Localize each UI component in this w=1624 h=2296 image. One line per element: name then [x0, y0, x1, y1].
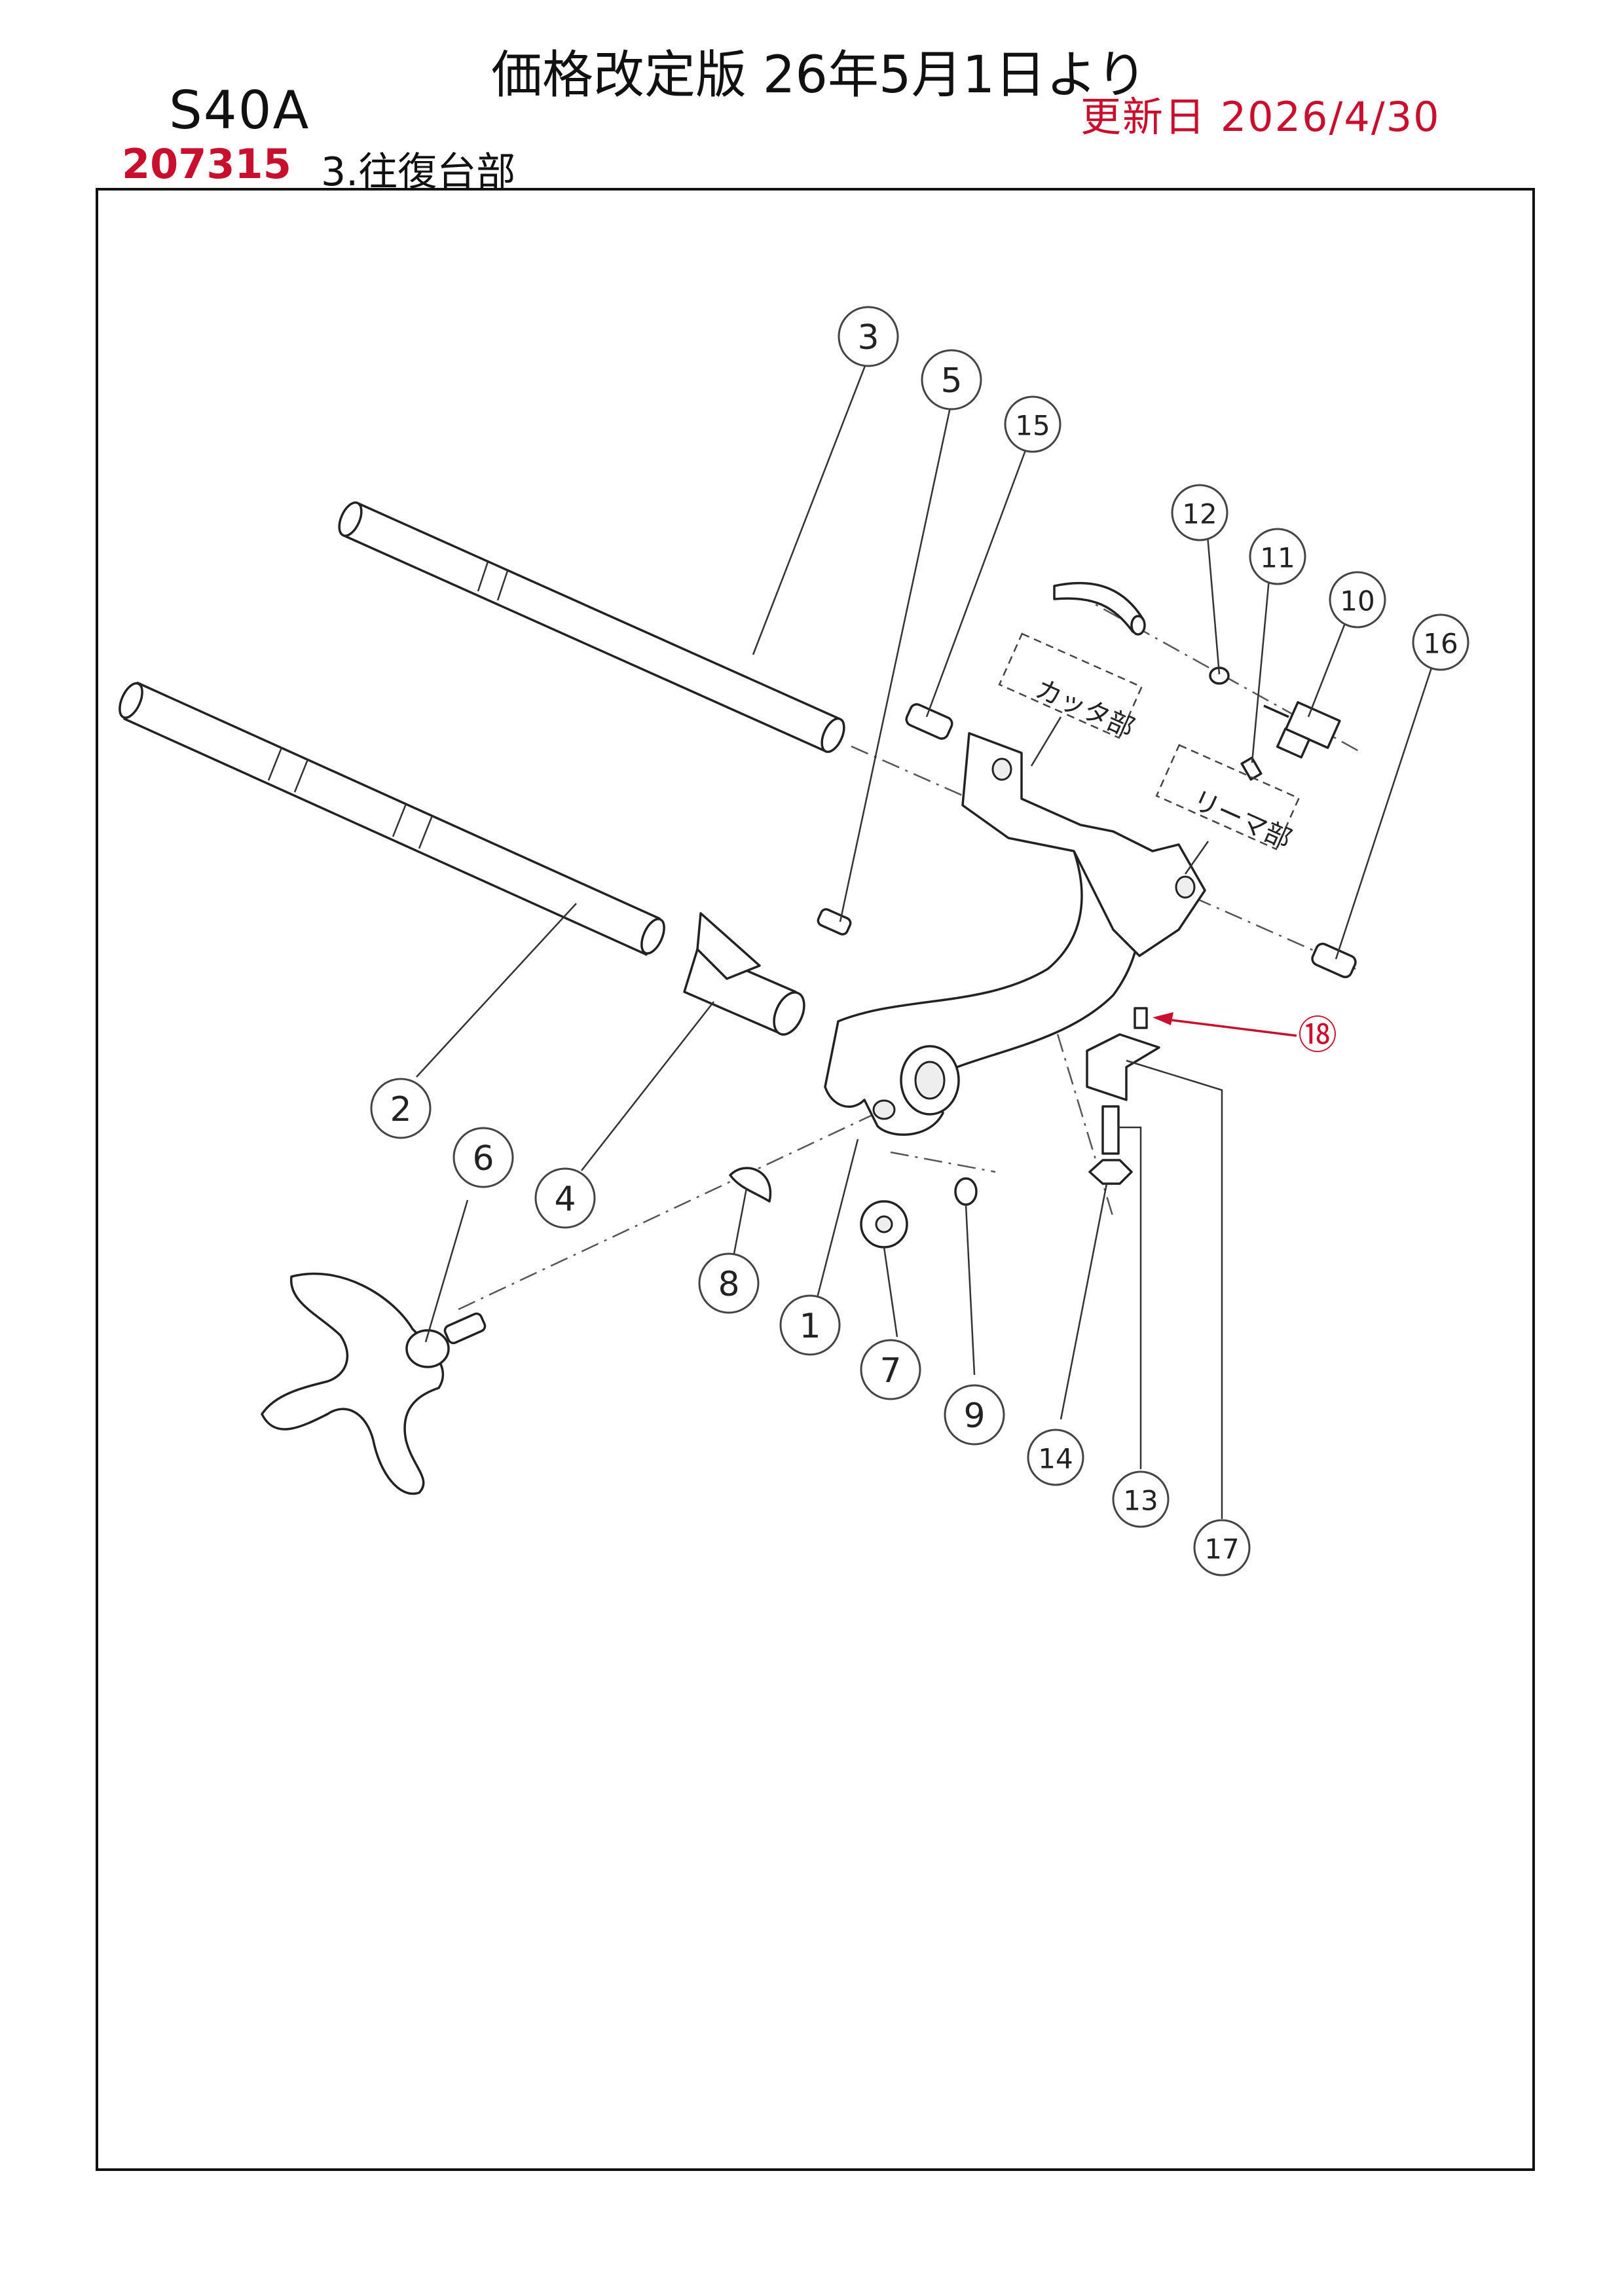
callout-14-label: 14 [1038, 1443, 1073, 1475]
callout-5: 5 [921, 349, 982, 410]
callout-17: 17 [1193, 1519, 1251, 1576]
callout-15-label: 15 [1015, 410, 1050, 442]
callout-8-label: 8 [718, 1265, 739, 1304]
hex-nut [1088, 1159, 1133, 1185]
callout-7: 7 [860, 1339, 921, 1400]
small-screw [817, 908, 852, 936]
callout-9: 9 [944, 1384, 1005, 1446]
callout-14: 14 [1027, 1429, 1084, 1486]
callout-2-label: 2 [390, 1090, 411, 1129]
cutter-group: カッタ部 [998, 632, 1143, 767]
callout-leaders [416, 357, 1434, 1519]
update-date: 更新日 2026/4/30 [1080, 93, 1441, 141]
pinion-gear [860, 1200, 908, 1248]
cutter-group-label: カッタ部 [1031, 674, 1139, 744]
callout-3: 3 [838, 306, 899, 367]
page-title: 価格改定版 26年5月1日より [491, 46, 1147, 105]
part-18-arrow [1160, 1017, 1297, 1037]
callout-9-label: 9 [963, 1396, 985, 1436]
hose [1053, 581, 1146, 636]
callout-10: 10 [1329, 571, 1386, 629]
callout-4: 4 [534, 1167, 596, 1229]
callout-8: 8 [698, 1252, 760, 1314]
callout-16: 16 [1412, 613, 1469, 671]
pin-16 [1311, 942, 1357, 979]
callout-12: 12 [1171, 484, 1228, 541]
callout-10-label: 10 [1340, 585, 1375, 617]
spoke-handle [261, 1272, 487, 1495]
callout-3-label: 3 [857, 318, 879, 357]
callout-12-label: 12 [1182, 498, 1217, 530]
reamer-group-label: リーマ部 [1188, 785, 1296, 855]
callout-1-label: 1 [799, 1307, 821, 1346]
snap-ring [954, 1177, 978, 1206]
callout-17-label: 17 [1204, 1533, 1239, 1565]
callout-7-label: 7 [879, 1351, 901, 1391]
sleeve-part [683, 912, 805, 1036]
key-segment [729, 1167, 772, 1203]
small-pin [1240, 756, 1263, 781]
callout-1: 1 [779, 1294, 841, 1356]
callout-11-label: 11 [1260, 542, 1295, 574]
rod-lower [119, 682, 665, 956]
callout-11: 11 [1249, 528, 1306, 585]
callout-4-label: 4 [554, 1180, 576, 1219]
callout-6-label: 6 [472, 1139, 494, 1178]
pin-15 [905, 703, 953, 740]
carriage-body [824, 732, 1206, 1136]
part-18-pin [1134, 1007, 1148, 1029]
bracket [1086, 1033, 1160, 1101]
diagram-frame [96, 188, 1535, 2171]
callout-13-label: 13 [1123, 1485, 1158, 1517]
model-name: S40A [169, 80, 310, 141]
callout-16-label: 16 [1423, 628, 1458, 660]
callout-5-label: 5 [940, 361, 962, 401]
rod-upper [338, 501, 845, 754]
threaded-stud [1101, 1105, 1120, 1155]
callout-18-label: ⑱ [1298, 1013, 1337, 1059]
part-code: 207315 [122, 140, 291, 188]
callout-15: 15 [1004, 395, 1061, 453]
callout-6: 6 [452, 1127, 514, 1188]
valve-block [1263, 701, 1341, 759]
callout-13: 13 [1112, 1470, 1170, 1528]
section-title: 3.往復台部 [321, 149, 516, 195]
callout-2: 2 [370, 1078, 432, 1139]
